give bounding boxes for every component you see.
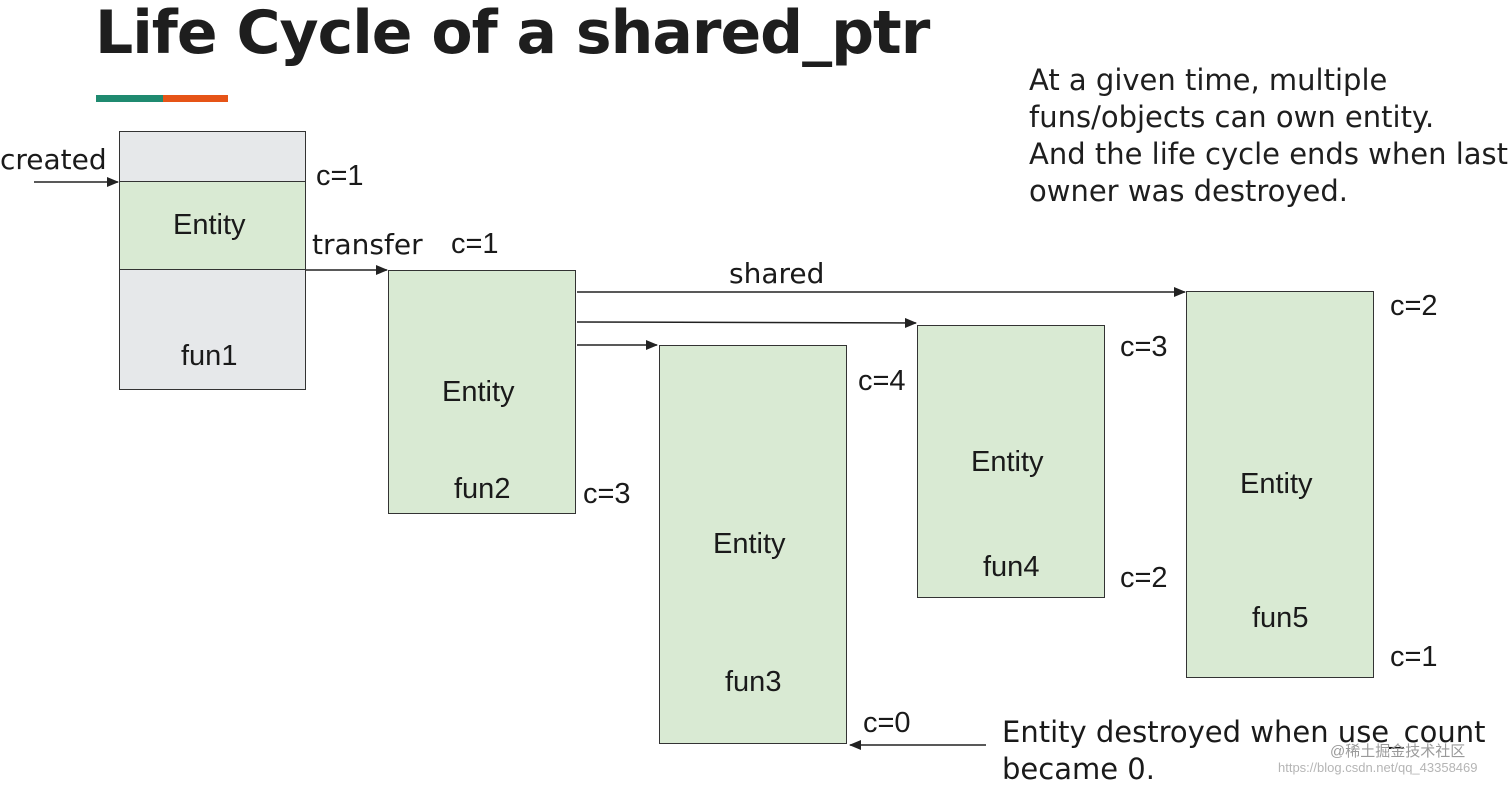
page-title: Life Cycle of a shared_ptr — [95, 0, 930, 68]
fun3-count-top: c=4 — [858, 365, 906, 397]
destroyed-note-line: Entity destroyed when use_count — [1002, 715, 1486, 749]
fun2-count-top: c=1 — [451, 228, 499, 260]
transfer-label: transfer — [312, 228, 423, 261]
destroyed-note-line: became 0. — [1002, 752, 1155, 786]
accent-bar-green — [96, 95, 163, 102]
fun4-count-top: c=3 — [1120, 331, 1168, 363]
fun5-entity-label: Entity — [1240, 468, 1313, 500]
fun3-name-label: fun3 — [725, 666, 782, 698]
fun5-box — [1186, 291, 1374, 678]
fun3-box — [659, 345, 847, 744]
fun5-count-bottom: c=1 — [1390, 641, 1438, 673]
fun5-count-top: c=2 — [1390, 290, 1438, 322]
fun1-name-label: fun1 — [181, 340, 238, 372]
fun2-name-label: fun2 — [454, 473, 511, 505]
accent-bar-orange — [163, 95, 228, 102]
fun1-entity-label: Entity — [173, 209, 246, 241]
destroyed-note: Entity destroyed when use_count became 0… — [1002, 714, 1485, 788]
fun4-count-bottom: c=2 — [1120, 562, 1168, 594]
fun4-name-label: fun4 — [983, 551, 1040, 583]
fun3-count-bottom: c=0 — [863, 707, 911, 739]
shared-arrow-fun4 — [576, 317, 917, 328]
watermark: @稀土掘金技术社区 — [1330, 743, 1466, 760]
fun2-count-bottom: c=3 — [583, 478, 631, 510]
fun2-box — [388, 270, 576, 514]
shared-label: shared — [729, 257, 825, 290]
note-line: At a given time, multiple — [1029, 63, 1388, 97]
fun3-entity-label: Entity — [713, 528, 786, 560]
note-line: And the life cycle ends when last — [1029, 137, 1509, 171]
note-line: funs/objects can own entity. — [1029, 100, 1435, 134]
note-line: owner was destroyed. — [1029, 174, 1349, 208]
created-label: created — [0, 143, 107, 176]
fun4-entity-label: Entity — [971, 446, 1044, 478]
fun2-entity-label: Entity — [442, 376, 515, 408]
fun4-box — [917, 325, 1105, 598]
watermark-url: https://blog.csdn.net/qq_43358469 — [1278, 760, 1478, 775]
fun5-name-label: fun5 — [1252, 602, 1309, 634]
explanation-note: At a given time, multiple funs/objects c… — [1029, 62, 1509, 210]
fun1-count: c=1 — [316, 160, 364, 192]
fun1-entity-box — [119, 181, 306, 270]
